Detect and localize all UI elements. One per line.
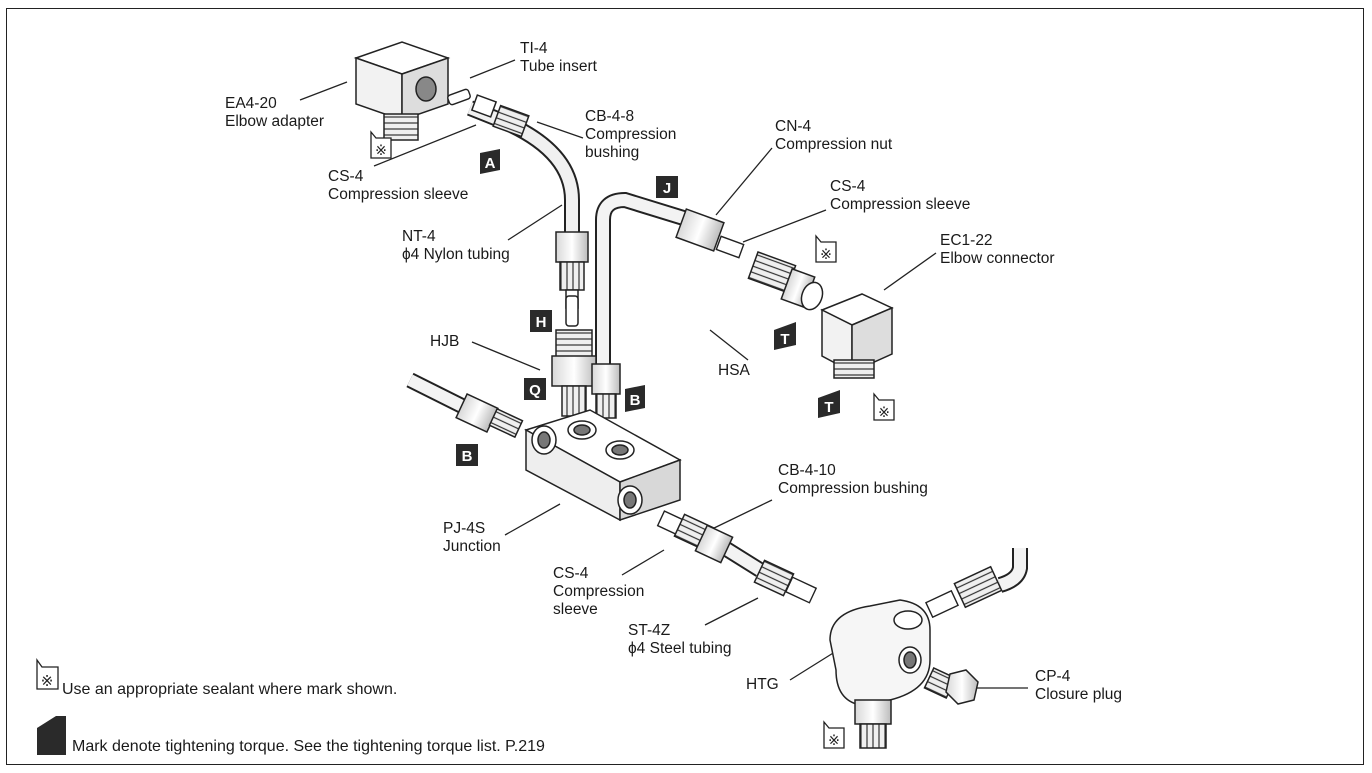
label-st-4z: ST-4Z ϕ4 Steel tubing	[628, 622, 731, 658]
label-ti-4-code: TI-4	[520, 40, 548, 57]
label-nt-4-code: NT-4	[402, 228, 436, 245]
sealant-marker-ec1-glyph: ※	[878, 405, 890, 421]
steel-tube-right	[595, 191, 745, 365]
leader-lines	[299, 59, 1028, 689]
marker-q-label: Q	[529, 382, 541, 399]
label-cs-4-right-code: CS-4	[830, 178, 866, 195]
legend-sealant-glyph: ※	[41, 672, 54, 690]
label-cb-4-10-code: CB-4-10	[778, 462, 836, 479]
marker-t-ec1-label: T	[824, 399, 833, 416]
sealant-marker-htg-glyph: ※	[828, 733, 840, 749]
sealant-marker-hsa-glyph: ※	[820, 247, 832, 263]
elbow-adapter-ea4-20	[353, 41, 451, 141]
sealant-marker-hsa: ※	[815, 234, 837, 263]
label-hjb: HJB	[430, 333, 459, 351]
label-pj-4s-code: PJ-4S	[443, 520, 486, 537]
label-cs-4-top-code: CS-4	[328, 168, 364, 185]
marker-j-label: J	[663, 180, 671, 197]
label-st-4z-code: ST-4Z	[628, 622, 671, 639]
label-cs-4-right-name: Compression sleeve	[830, 196, 971, 213]
label-cs-4-bottom-name-2: sleeve	[553, 601, 598, 618]
sealant-marker-ec1: ※	[873, 392, 895, 421]
legend-torque-text: Mark denote tightening torque. See the t…	[72, 738, 545, 755]
sealant-marker-ea4-glyph: ※	[375, 143, 387, 159]
label-ea4-20: EA4-20 Elbow adapter	[225, 95, 324, 131]
marker-b-right-label: B	[630, 392, 641, 409]
label-cb-4-8: CB-4-8 Compression bushing	[585, 108, 676, 162]
label-cn-4-code: CN-4	[775, 118, 812, 135]
marker-t-hsa-label: T	[780, 331, 789, 348]
label-htg: HTG	[746, 676, 779, 694]
label-cn-4-name: Compression nut	[775, 136, 893, 153]
marker-h-label: H	[536, 314, 547, 331]
label-cs-4-top-name: Compression sleeve	[328, 186, 469, 203]
junction-pj-4s	[524, 409, 682, 522]
label-ti-4-name: Tube insert	[520, 58, 597, 75]
marker-a: A	[480, 149, 500, 174]
hjb-fitting	[551, 329, 597, 417]
label-cs-4-bottom: CS-4 Compression sleeve	[553, 565, 644, 619]
b-fitting-upper	[591, 363, 621, 419]
label-ec1-22: EC1-22 Elbow connector	[940, 232, 1055, 268]
tee-htg	[829, 599, 931, 749]
marker-t-ec1: T	[818, 390, 840, 418]
label-cb-4-10-name: Compression bushing	[778, 480, 928, 497]
label-cs-4-right: CS-4 Compression sleeve	[830, 178, 970, 214]
marker-b-left-label: B	[462, 448, 473, 465]
label-cp-4-name: Closure plug	[1035, 686, 1123, 703]
label-hjb-code: HJB	[430, 333, 460, 350]
label-ec1-22-code: EC1-22	[940, 232, 993, 249]
label-cs-4-bottom-code: CS-4	[553, 565, 589, 582]
label-ea4-20-name: Elbow adapter	[225, 113, 325, 130]
label-hsa: HSA	[718, 362, 750, 380]
legend-sealant-text: Use an appropriate sealant where mark sh…	[62, 681, 398, 698]
marker-b-right: B	[625, 385, 645, 412]
label-hsa-code: HSA	[718, 362, 750, 379]
sealant-marker-htg: ※	[823, 720, 845, 749]
marker-q: Q	[524, 378, 546, 400]
label-cb-4-8-code: CB-4-8	[585, 108, 635, 125]
sealant-markers: ※ ※ ※ ※	[370, 130, 895, 749]
marker-j: J	[656, 176, 678, 198]
sealant-marker-ea4: ※	[370, 130, 392, 159]
tube-insert-ti-4	[447, 88, 471, 106]
label-cb-4-8-name-1: Compression	[585, 126, 677, 143]
marker-a-label: A	[485, 155, 496, 172]
label-cn-4: CN-4 Compression nut	[775, 118, 892, 154]
label-cb-4-8-name-2: bushing	[585, 144, 640, 161]
marker-t-hsa: T	[774, 322, 796, 350]
right-tube	[925, 548, 1028, 619]
label-ec1-22-name: Elbow connector	[940, 250, 1055, 267]
steel-tubing-st-4z	[656, 510, 818, 604]
marker-h: H	[530, 310, 552, 332]
left-tube	[406, 372, 524, 439]
label-cs-4-top: CS-4 Compression sleeve	[328, 168, 468, 204]
label-pj-4s: PJ-4S Junction	[443, 520, 501, 556]
label-cp-4: CP-4 Closure plug	[1035, 668, 1122, 704]
label-st-4z-name: ϕ4 Steel tubing	[628, 640, 732, 657]
nylon-tubing-nt-4	[467, 94, 589, 327]
label-cp-4-code: CP-4	[1035, 668, 1071, 685]
label-nt-4: NT-4 ϕ4 Nylon tubing	[402, 228, 510, 264]
legend-sealant-icon: ※	[36, 657, 59, 690]
label-cs-4-bottom-name-1: Compression	[553, 583, 645, 600]
label-cb-4-10: CB-4-10 Compression bushing	[778, 462, 928, 498]
legend-torque-icon	[37, 716, 66, 755]
label-ti-4: TI-4 Tube insert	[520, 40, 597, 76]
diagram-frame	[6, 8, 1364, 765]
hsa-fitting	[747, 251, 824, 311]
closure-plug-cp-4	[923, 666, 979, 705]
elbow-connector-ec1-22	[820, 293, 894, 379]
marker-b-left: B	[456, 444, 478, 466]
torque-markers: A J H Q B B T T	[456, 149, 840, 466]
label-htg-code: HTG	[746, 676, 779, 693]
label-nt-4-name: ϕ4 Nylon tubing	[402, 246, 510, 263]
label-pj-4s-name: Junction	[443, 538, 501, 555]
label-ea4-20-code: EA4-20	[225, 95, 277, 112]
